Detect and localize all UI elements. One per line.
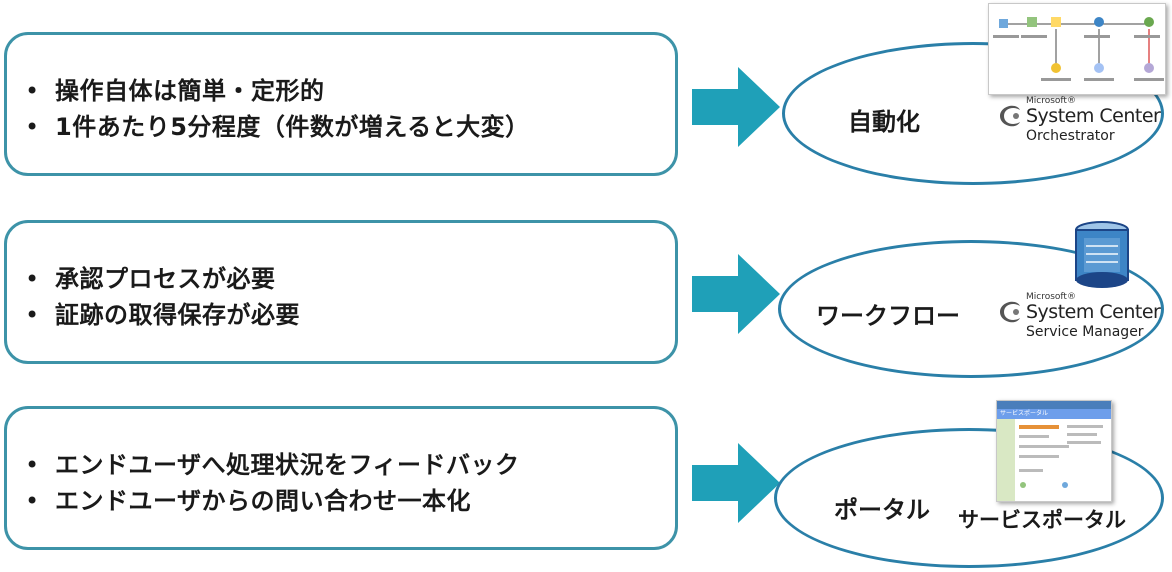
system-center-logo-icon bbox=[1000, 301, 1020, 323]
portal-screen-content-icon bbox=[997, 419, 1103, 501]
requirement-box: •操作自体は簡単・定形的 •1件あたり5分程度（件数が増えると大変） bbox=[4, 32, 678, 176]
list-item: •操作自体は簡単・定形的 bbox=[25, 77, 325, 105]
runbook-screenshot bbox=[988, 3, 1166, 95]
requirement-box: •エンドユーザへ処理状況をフィードバック •エンドユーザからの問い合わせ一本化 bbox=[4, 406, 678, 550]
requirement-list: •操作自体は簡単・定形的 •1件あたり5分程度（件数が増えると大変） bbox=[25, 73, 530, 145]
target-label: 自動化 bbox=[848, 108, 920, 136]
portal-screenshot: サービスポータル bbox=[996, 400, 1112, 502]
list-item: •エンドユーザへ処理状況をフィードバック bbox=[25, 451, 520, 479]
requirement-list: •承認プロセスが必要 •証跡の取得保存が必要 bbox=[25, 261, 300, 333]
system-center-orchestrator-logo: Microsoft® System Center Orchestrator bbox=[996, 96, 1166, 144]
portal-screen-topbar bbox=[997, 401, 1111, 409]
system-center-service-manager-logo: Microsoft® System Center Service Manager bbox=[996, 292, 1168, 342]
database-icon bbox=[1075, 221, 1129, 288]
target-label: ポータル bbox=[834, 496, 930, 524]
requirement-box: •承認プロセスが必要 •証跡の取得保存が必要 bbox=[4, 220, 678, 364]
list-item: •エンドユーザからの問い合わせ一本化 bbox=[25, 487, 472, 515]
list-item: •証跡の取得保存が必要 bbox=[25, 301, 300, 329]
target-label: ワークフロー bbox=[816, 302, 960, 330]
system-center-logo-icon bbox=[1000, 105, 1020, 127]
portal-caption: サービスポータル bbox=[958, 508, 1126, 532]
arrow-right-icon bbox=[692, 443, 780, 523]
requirement-list: •エンドユーザへ処理状況をフィードバック •エンドユーザからの問い合わせ一本化 bbox=[25, 447, 520, 519]
arrow-right-icon bbox=[692, 254, 780, 334]
arrow-right-icon bbox=[692, 67, 780, 147]
list-item: •承認プロセスが必要 bbox=[25, 265, 276, 293]
portal-screen-title: サービスポータル bbox=[997, 409, 1111, 419]
runbook-diagram-icon bbox=[993, 17, 1164, 81]
list-item: •1件あたり5分程度（件数が増えると大変） bbox=[25, 113, 530, 141]
